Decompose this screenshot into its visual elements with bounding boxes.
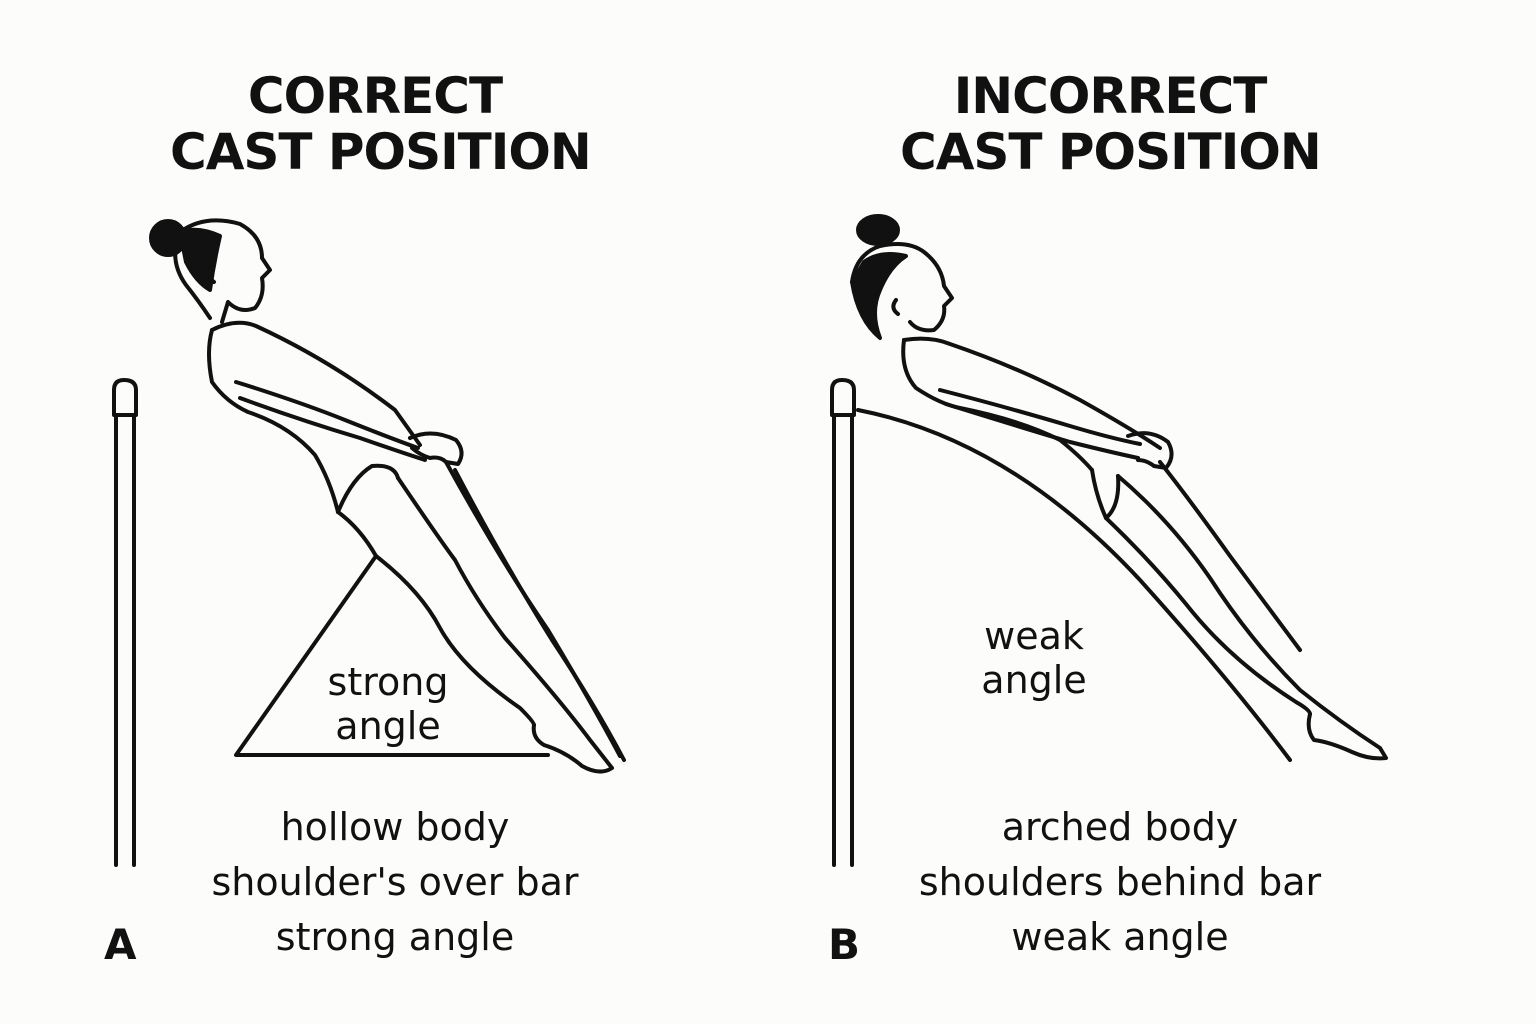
panel-a-letter: A [104,920,137,969]
panel-a-title-line-2: CAST POSITION [170,123,592,181]
panel-a-angle-label-line-2: angle [335,704,441,748]
panel-a-caption-line-3: strong angle [275,915,515,959]
panel-a-title: CORRECT CAST POSITION [170,67,592,181]
panel-b-angle-label-line-2: angle [981,658,1087,702]
panel-b-title-line-2: CAST POSITION [900,123,1322,181]
panel-b-caption-line-1: arched body [1001,805,1239,849]
gymnast-a [149,218,626,774]
panel-b-title: INCORRECT CAST POSITION [900,67,1322,181]
panel-a-title-line-1: CORRECT [247,67,503,125]
panel-b-caption-line-3: weak angle [1011,915,1229,959]
uneven-bar-b [830,378,856,867]
panel-a-angle-label: strong angle [296,660,480,748]
panel-a-angle-label-line-1: strong [327,660,449,704]
panel-a-caption: hollow body shoulder's over bar strong a… [170,800,620,965]
panel-b-caption: arched body shoulders behind bar weak an… [880,800,1360,965]
gymnast-b [850,214,1388,762]
panel-b-title-line-1: INCORRECT [953,67,1268,125]
panel-b-angle-label-line-1: weak [984,614,1084,658]
panel-a-caption-line-1: hollow body [280,805,510,849]
panel-b-angle-label: weak angle [954,614,1114,702]
panel-a-caption-line-2: shoulder's over bar [211,860,579,904]
panel-b-caption-line-2: shoulders behind bar [918,860,1322,904]
uneven-bar-a [112,378,138,867]
panel-b-letter: B [828,920,861,969]
